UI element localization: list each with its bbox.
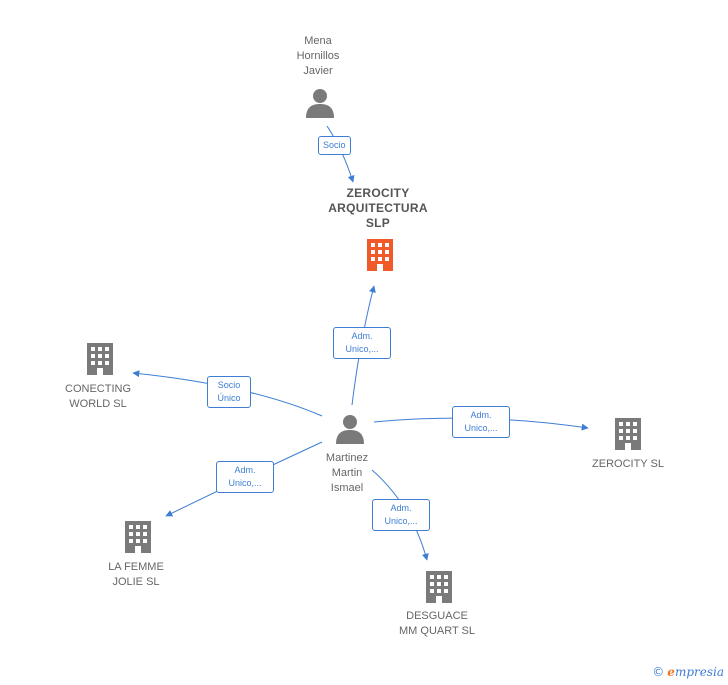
- building-icon[interactable]: [125, 521, 151, 553]
- node-label-conecting[interactable]: CONECTING WORLD SL: [65, 383, 131, 410]
- node-label-desguace[interactable]: DESGUACE MM QUART SL: [399, 610, 475, 637]
- building-icon[interactable]: [615, 418, 641, 450]
- edge-label-adm-desguace[interactable]: Adm. Unico,...: [372, 499, 430, 531]
- node-label-zerocity[interactable]: ZEROCITY SL: [592, 458, 664, 470]
- empresia-logo[interactable]: ©empresia: [652, 665, 724, 679]
- edge-label-socio[interactable]: Socio: [318, 136, 351, 155]
- person-icon[interactable]: [306, 89, 334, 118]
- building-icon[interactable]: [426, 571, 452, 603]
- edge-label-adm-lafemme[interactable]: Adm. Unico,...: [216, 461, 274, 493]
- node-label-zerocity-arquitectura[interactable]: ZEROCITY ARQUITECTURA SLP: [328, 186, 428, 230]
- copyright-icon: ©: [652, 665, 665, 679]
- person-icon[interactable]: [336, 415, 364, 444]
- node-label-martinez[interactable]: Martinez Martin Ismael: [325, 452, 369, 494]
- brand-initial: e: [667, 665, 675, 679]
- edge-label-adm-zerocity-arq[interactable]: Adm. Unico,...: [333, 327, 391, 359]
- node-label-lafemme[interactable]: LA FEMME JOLIE SL: [108, 561, 164, 588]
- building-icon[interactable]: [367, 239, 393, 271]
- edge-label-adm-zerocity[interactable]: Adm. Unico,...: [452, 406, 510, 438]
- edge-label-socio-unico[interactable]: Socio Único: [207, 376, 251, 408]
- brand-name: mpresia: [674, 665, 724, 679]
- building-icon[interactable]: [87, 343, 113, 375]
- node-label-mena[interactable]: Mena Hornillos Javier: [296, 35, 340, 77]
